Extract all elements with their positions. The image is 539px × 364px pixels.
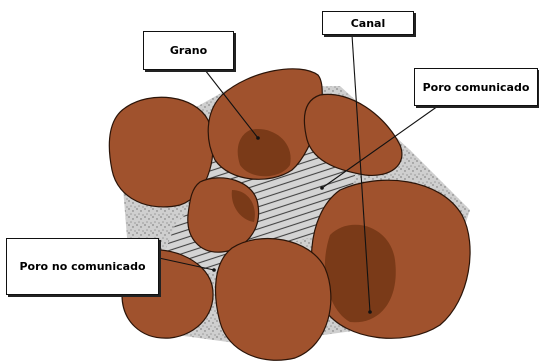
label-poro-no-comunicado: Poro no comunicado [6, 238, 159, 295]
label-grano: Grano [143, 31, 234, 70]
label-poro-comunicado: Poro comunicado [414, 68, 538, 106]
label-canal: Canal [322, 11, 414, 35]
grain-bottom-center [216, 238, 331, 360]
